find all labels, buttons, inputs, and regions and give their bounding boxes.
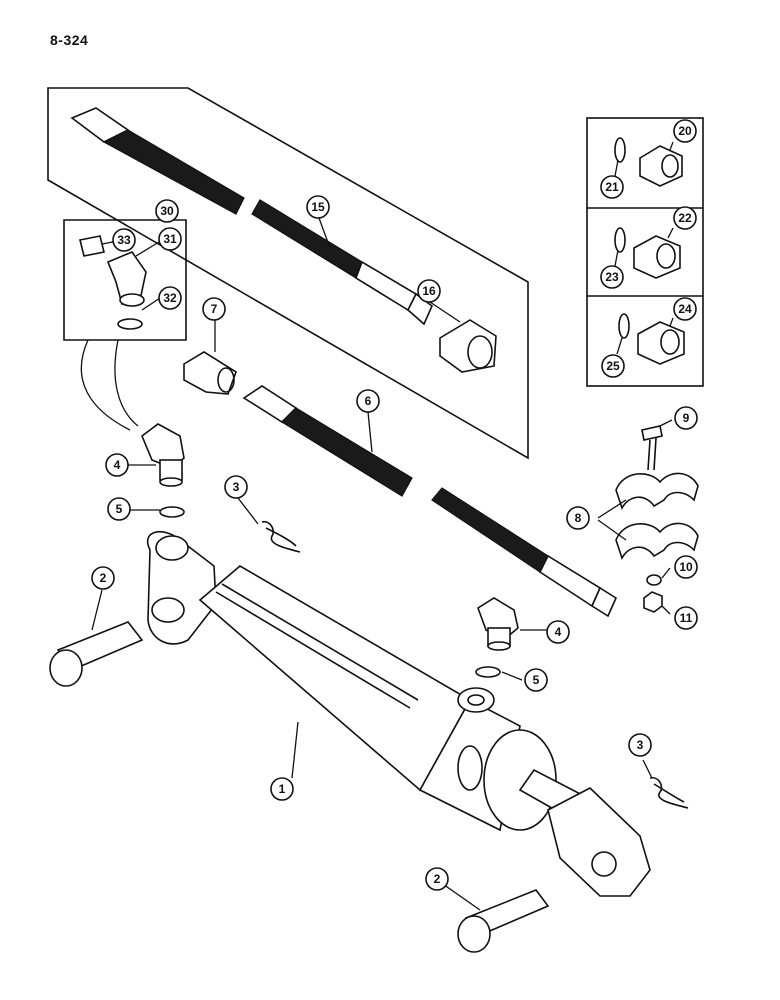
svg-text:30: 30 (160, 204, 174, 218)
svg-text:16: 16 (422, 284, 436, 298)
callout-16: 16 (417, 279, 441, 303)
o-ring-25 (618, 313, 630, 339)
o-ring-23 (614, 227, 626, 253)
svg-text:11: 11 (680, 611, 693, 625)
svg-text:4: 4 (114, 458, 121, 472)
svg-text:22: 22 (678, 211, 692, 225)
callout-5: 5 (107, 497, 131, 521)
callout-8: 8 (566, 506, 590, 530)
callout-23: 23 (600, 265, 624, 289)
nut-24 (637, 321, 685, 365)
callout-3: 3 (224, 475, 248, 499)
svg-text:8: 8 (575, 511, 582, 525)
nut-11 (643, 591, 663, 613)
pin-2-bottom (457, 889, 550, 953)
svg-text:1: 1 (279, 782, 286, 796)
callout-10: 10 (674, 555, 698, 579)
o-ring-5-upper (159, 506, 185, 518)
svg-text:6: 6 (365, 394, 372, 408)
page-number: 8-324 (50, 32, 89, 48)
svg-text:3: 3 (637, 738, 644, 752)
svg-text:21: 21 (605, 180, 619, 194)
hose-inset-panel (47, 87, 529, 460)
fitting-inset-30 (63, 219, 187, 431)
svg-text:9: 9 (683, 411, 690, 425)
elbow-4-right (477, 597, 519, 651)
hydraulic-cylinder-1 (147, 531, 651, 897)
callout-22: 22 (673, 206, 697, 230)
callout-2: 2 (91, 566, 115, 590)
bolt-9 (641, 425, 663, 471)
callout-4: 4 (546, 620, 570, 644)
svg-text:2: 2 (434, 872, 441, 886)
callout-25: 25 (601, 354, 625, 378)
svg-text:25: 25 (606, 359, 620, 373)
callout-1: 1 (270, 777, 294, 801)
svg-text:5: 5 (116, 502, 123, 516)
nut-16 (439, 319, 497, 373)
cotter-pin-3-upper (261, 520, 301, 553)
callout-2: 2 (425, 867, 449, 891)
washer-10 (646, 574, 662, 586)
callout-15: 15 (306, 195, 330, 219)
callout-6: 6 (356, 389, 380, 413)
svg-text:2: 2 (100, 571, 107, 585)
callout-31: 31 (158, 227, 182, 251)
callout-9: 9 (674, 406, 698, 430)
elbow-31 (106, 251, 147, 307)
hose-15 (70, 107, 433, 326)
callout-20: 20 (673, 119, 697, 143)
svg-text:23: 23 (605, 270, 619, 284)
callout-7: 7 (202, 297, 226, 321)
clamp-8-lower (615, 522, 699, 560)
svg-text:3: 3 (233, 480, 240, 494)
callout-11: 11 (674, 606, 698, 630)
svg-text:4: 4 (555, 625, 562, 639)
svg-text:10: 10 (679, 560, 693, 574)
callout-33: 33 (112, 228, 136, 252)
nut-22 (633, 235, 681, 279)
clamp-8-upper (615, 472, 699, 510)
svg-text:33: 33 (117, 233, 131, 247)
callout-3: 3 (628, 733, 652, 757)
adapter-7 (183, 351, 237, 395)
callout-5: 5 (524, 668, 548, 692)
callout-24: 24 (673, 297, 697, 321)
hose-6 (242, 385, 618, 618)
callout-21: 21 (600, 175, 624, 199)
o-ring-5-right (475, 666, 501, 678)
pin-2-left (49, 621, 144, 687)
svg-text:15: 15 (311, 200, 325, 214)
o-ring-21 (614, 137, 626, 163)
svg-text:32: 32 (163, 291, 177, 305)
svg-text:24: 24 (678, 302, 692, 316)
callout-4: 4 (105, 453, 129, 477)
svg-text:31: 31 (163, 232, 177, 246)
fitting-33 (79, 235, 105, 257)
cotter-pin-3-right (649, 777, 689, 809)
fitting-inset-20-25 (586, 117, 704, 387)
callout-30: 30 (155, 199, 179, 223)
svg-text:5: 5 (533, 673, 540, 687)
svg-text:7: 7 (211, 302, 218, 316)
elbow-4-upper (141, 423, 185, 487)
nut-20 (639, 145, 683, 187)
svg-text:20: 20 (678, 124, 692, 138)
callout-32: 32 (158, 286, 182, 310)
o-ring-32 (117, 318, 143, 330)
